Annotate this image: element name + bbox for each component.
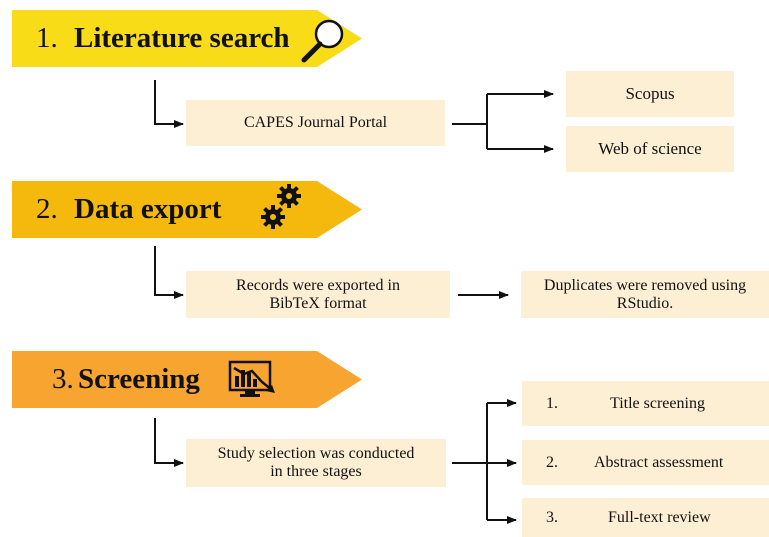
stage-1-box: 1. Title screening — [522, 381, 769, 426]
section-1-number: 1. — [36, 22, 58, 54]
stage-2-box: 2. Abstract assessment — [522, 440, 769, 485]
stage-3-number: 3. — [546, 508, 558, 526]
records-exported-box: Records were exported in BibTeX format — [186, 271, 450, 318]
section-3-banner: 3. Screening — [12, 351, 362, 408]
section-3-title: Screening — [78, 363, 200, 395]
section-1-banner: 1. Literature search — [12, 10, 362, 67]
section-1-title: Literature search — [74, 22, 290, 54]
section-3-number: 3. — [52, 363, 74, 395]
section-2-number: 2. — [36, 193, 58, 225]
records-exported-line-1: Records were exported in — [236, 276, 400, 294]
banner-3-shape — [12, 351, 362, 408]
stage-1-label: Title screening — [610, 394, 705, 412]
section-2-title: Data export — [74, 193, 222, 225]
web-of-science-label: Web of science — [598, 139, 702, 158]
stage-2-number: 2. — [546, 453, 558, 471]
scopus-box: Scopus — [566, 71, 734, 117]
stage-1-number: 1. — [546, 394, 558, 412]
gears-icon — [261, 184, 301, 229]
records-exported-line-2: BibTeX format — [269, 294, 367, 312]
study-selection-line-2: in three stages — [270, 463, 362, 480]
capes-journal-portal-label: CAPES Journal Portal — [243, 114, 388, 131]
study-selection-box: Study selection was conducted in three s… — [186, 439, 446, 487]
duplicates-removed-line-2: RStudio. — [616, 294, 674, 312]
duplicates-removed-box: Duplicates were removed using RStudio. — [521, 271, 769, 318]
capes-journal-portal-box: CAPES Journal Portal — [186, 100, 445, 146]
banner-1-shape — [12, 10, 362, 67]
stage-3-box: 3. Full-text review — [522, 498, 769, 537]
study-selection-line-1: Study selection was conducted — [217, 445, 415, 462]
magnifier-icon — [301, 19, 344, 63]
stage-3-label: Full-text review — [608, 508, 711, 526]
web-of-science-box: Web of science — [566, 126, 734, 172]
monitor-chart-icon — [228, 360, 275, 397]
scopus-label: Scopus — [625, 84, 675, 103]
stage-2-label: Abstract assessment — [594, 453, 724, 471]
duplicates-removed-line-1: Duplicates were removed using — [543, 276, 747, 294]
